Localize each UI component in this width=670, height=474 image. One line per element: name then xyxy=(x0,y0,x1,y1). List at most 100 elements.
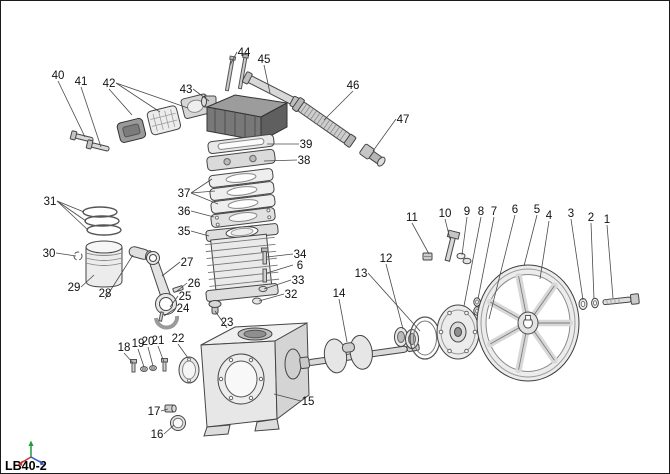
callout-32: 32 xyxy=(285,289,298,301)
callout-47: 47 xyxy=(397,114,410,126)
callout-leader-line xyxy=(463,216,482,307)
callout-leader-line xyxy=(590,222,595,300)
callout-14: 14 xyxy=(333,288,346,300)
callout-45: 45 xyxy=(258,54,271,66)
part-crankshaft xyxy=(299,334,420,374)
callout-leader-line xyxy=(523,214,538,267)
callout-5: 5 xyxy=(534,204,540,216)
part-gasket-set xyxy=(208,168,276,214)
part-cylinder-head xyxy=(205,94,289,142)
callout-leader-line xyxy=(263,279,292,290)
callout-43: 43 xyxy=(180,84,193,96)
part-rod-cap xyxy=(154,315,180,330)
callout-34: 34 xyxy=(294,249,307,261)
callout-leader-line xyxy=(169,295,179,308)
callout-1: 1 xyxy=(604,214,610,226)
part-connecting-rod xyxy=(146,251,184,330)
part-base-gasket xyxy=(210,207,276,228)
callout-33: 33 xyxy=(292,275,305,287)
callout-42: 42 xyxy=(103,78,116,90)
callout-leader-line xyxy=(263,64,271,94)
callout-leader-line xyxy=(160,408,169,412)
part-crankcase xyxy=(200,322,310,437)
callout-10: 10 xyxy=(439,208,452,220)
part-head-studs xyxy=(224,53,250,92)
callout-26: 26 xyxy=(188,278,201,290)
callout-leader-line xyxy=(147,346,154,367)
callout-leader-line xyxy=(56,200,89,231)
callout-leader-line xyxy=(56,200,85,213)
callout-leader-line xyxy=(161,261,181,277)
callout-leader-line xyxy=(190,230,210,237)
callout-leader-line xyxy=(190,210,215,218)
callout-leader-line xyxy=(80,274,95,288)
part-hose-fitting xyxy=(359,143,386,167)
callout-leader-line xyxy=(176,282,188,292)
callout-leader-line xyxy=(123,352,134,364)
callout-leader-line xyxy=(263,159,298,162)
callout-leader-line xyxy=(177,343,189,359)
part-rod-bolt xyxy=(158,311,164,322)
callout-leader-line xyxy=(229,51,238,66)
callout-9: 9 xyxy=(464,206,470,218)
callout-leader-line xyxy=(115,82,189,109)
part-washers-right xyxy=(578,297,599,310)
callout-17: 17 xyxy=(148,406,161,418)
part-side-cover xyxy=(178,356,200,384)
callout-18: 18 xyxy=(118,342,131,354)
part-air-filter-plates xyxy=(116,93,211,143)
callout-13: 13 xyxy=(355,268,368,280)
callout-leader-line xyxy=(570,218,584,301)
callout-46: 46 xyxy=(347,80,360,92)
callout-leader-line xyxy=(108,88,133,116)
part-intake-tube xyxy=(242,71,300,108)
callout-38: 38 xyxy=(298,155,311,167)
callout-leader-line xyxy=(323,90,354,121)
callout-leader-line xyxy=(258,293,285,302)
callout-6: 6 xyxy=(512,204,518,216)
callout-leader-line xyxy=(606,224,614,299)
part-bolt-1 xyxy=(602,293,640,306)
axis-icon xyxy=(17,440,45,466)
callout-22: 22 xyxy=(172,333,185,345)
model-label: LB40-2 xyxy=(5,459,47,473)
callout-35: 35 xyxy=(178,226,191,238)
callout-36: 36 xyxy=(178,206,191,218)
callout-leader-line xyxy=(137,348,145,368)
callout-leader-line xyxy=(273,393,302,402)
callout-25: 25 xyxy=(179,291,192,303)
callout-leader-line xyxy=(57,80,86,138)
part-bolt-41 xyxy=(85,139,110,152)
callout-leader-line xyxy=(488,214,516,320)
callout-leader-line xyxy=(163,307,177,317)
callout-40: 40 xyxy=(52,70,65,82)
callout-leader-line xyxy=(461,216,468,256)
callout-16: 16 xyxy=(151,429,164,441)
part-bolt-set xyxy=(422,229,472,265)
callout-39: 39 xyxy=(300,139,313,151)
part-cylinder-studs xyxy=(252,247,269,305)
callout-7: 7 xyxy=(491,206,497,218)
callout-leader-line xyxy=(372,118,397,152)
callout-leader-line xyxy=(80,86,102,148)
callout-6: 6 xyxy=(297,260,303,272)
callout-leader-line xyxy=(444,218,451,240)
callout-leader-line xyxy=(190,190,216,194)
callout-8: 8 xyxy=(478,206,484,218)
callout-leader-line xyxy=(115,82,161,113)
callout-leader-line xyxy=(104,254,134,300)
part-oil-dipper xyxy=(172,285,184,293)
part-oil-plug xyxy=(164,404,177,413)
part-cylinder xyxy=(205,223,280,302)
callout-leader-line xyxy=(367,272,421,332)
callout-37: 37 xyxy=(178,188,191,200)
callout-21: 21 xyxy=(152,335,165,347)
parts-layer xyxy=(69,53,640,437)
callout-leader-line xyxy=(190,178,213,194)
callout-29: 29 xyxy=(68,282,81,294)
callout-23: 23 xyxy=(221,317,234,329)
part-head-gasket xyxy=(207,133,275,155)
callout-leader-line xyxy=(539,220,550,280)
